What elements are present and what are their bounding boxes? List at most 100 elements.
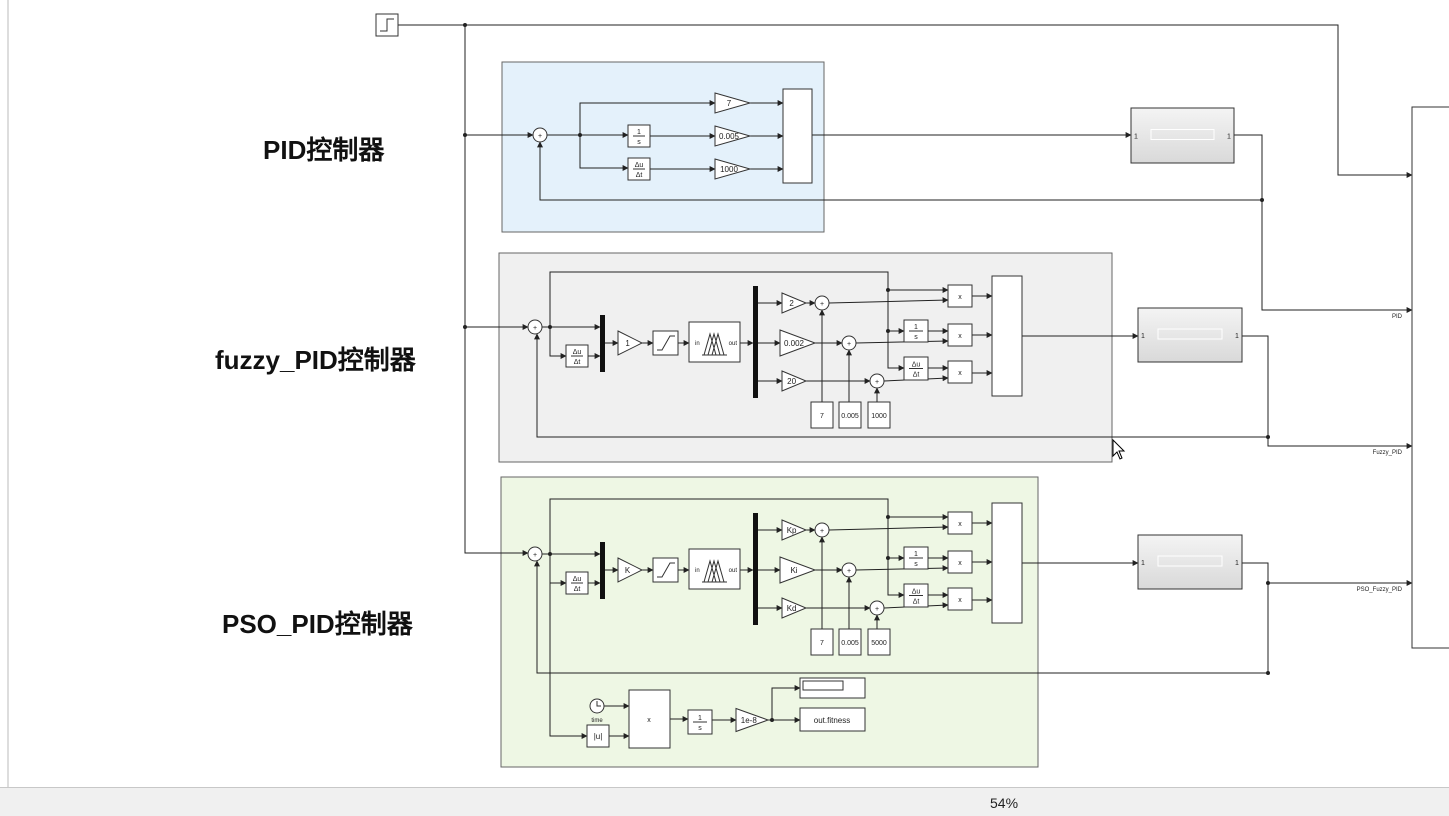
signal-line[interactable] — [534, 333, 1268, 438]
signal-line[interactable] — [828, 524, 949, 531]
mux-bar[interactable] — [600, 315, 605, 372]
sum-block[interactable] — [527, 546, 543, 562]
derivative-den: Δt — [636, 172, 643, 179]
abs-block[interactable] — [586, 724, 610, 748]
pso-pid-controller-label: PSO_PID控制器 — [222, 609, 413, 639]
signal-line[interactable] — [549, 498, 905, 598]
controller-sum-block[interactable] — [991, 502, 1023, 624]
signal-line[interactable] — [855, 565, 949, 572]
branch-point — [463, 133, 467, 137]
integrator-den: s — [914, 561, 918, 568]
signal-line[interactable] — [549, 554, 588, 739]
constant-value: 7 — [820, 640, 824, 647]
demux-bar[interactable] — [753, 513, 758, 625]
derivative-num: Δu — [912, 589, 921, 596]
gain-block[interactable] — [617, 557, 644, 583]
branch-point — [1260, 198, 1264, 202]
constant-block[interactable] — [838, 401, 862, 429]
display-value-field — [802, 680, 844, 691]
signal-line[interactable] — [537, 141, 1262, 201]
sum-block[interactable] — [814, 522, 830, 538]
mux-bar[interactable] — [600, 542, 605, 599]
port-label: 1 — [1141, 560, 1145, 567]
controller-sum-block[interactable] — [991, 275, 1023, 397]
sum-block[interactable] — [841, 562, 857, 578]
gain-block[interactable] — [781, 292, 808, 314]
plant-subsystem[interactable] — [1137, 307, 1243, 363]
sum-sign: + — [847, 568, 851, 575]
gain-block[interactable] — [617, 330, 644, 356]
gain-block[interactable] — [714, 158, 752, 180]
in-port-label: in — [695, 341, 700, 347]
branch-point — [886, 288, 890, 292]
gain-block[interactable] — [781, 370, 808, 392]
signal-line[interactable] — [828, 297, 949, 304]
signal-line[interactable] — [1234, 134, 1413, 313]
constant-block[interactable] — [810, 628, 834, 656]
signal-line[interactable] — [547, 100, 716, 136]
integrator-num: 1 — [914, 551, 918, 558]
integrator-den: s — [637, 139, 641, 146]
derivative-num: Δu — [573, 576, 582, 583]
product-sign: x — [647, 717, 651, 724]
zoom-level[interactable]: 54% — [990, 795, 1019, 811]
constant-block[interactable] — [810, 401, 834, 429]
signal-line[interactable] — [855, 338, 949, 345]
product-block[interactable] — [947, 550, 973, 574]
gain-value: 1e-8 — [741, 716, 758, 725]
gain-block[interactable] — [714, 92, 752, 114]
out-port-label: out — [729, 568, 738, 574]
branch-point — [886, 556, 890, 560]
output-mux-block[interactable] — [1411, 106, 1449, 649]
signal-line[interactable] — [1242, 562, 1269, 673]
sum-sign: + — [820, 301, 824, 308]
constant-block[interactable] — [838, 628, 862, 656]
product-sign: x — [958, 333, 962, 340]
pid-sum-block[interactable] — [782, 88, 813, 184]
product-block[interactable] — [947, 284, 973, 308]
plant-subsystem[interactable] — [1130, 107, 1235, 164]
signal-line[interactable] — [1242, 335, 1269, 437]
signal-line[interactable] — [549, 271, 905, 371]
constant-block[interactable] — [867, 401, 891, 429]
gain-block[interactable] — [779, 556, 817, 584]
plant-subsystem[interactable] — [1137, 534, 1243, 590]
signal-line[interactable] — [771, 685, 801, 720]
product-block[interactable] — [947, 360, 973, 384]
integrator-den: s — [914, 334, 918, 341]
sum-block[interactable] — [869, 600, 885, 616]
sum-block[interactable] — [869, 373, 885, 389]
sum-block[interactable] — [532, 127, 548, 143]
constant-value: 0.005 — [841, 640, 859, 647]
product-block[interactable] — [947, 587, 973, 611]
gain-block[interactable] — [781, 519, 808, 541]
gain-block[interactable] — [779, 329, 817, 357]
product-block[interactable] — [947, 511, 973, 535]
demux-bar[interactable] — [753, 286, 758, 398]
product-block[interactable] — [628, 689, 671, 749]
sum-block[interactable] — [814, 295, 830, 311]
product-block[interactable] — [947, 323, 973, 347]
gain-block[interactable] — [781, 597, 808, 619]
port-label: 1 — [1235, 560, 1239, 567]
saturation-block[interactable] — [652, 557, 679, 583]
signal-line[interactable] — [464, 25, 529, 556]
to-workspace-block[interactable] — [799, 707, 866, 732]
in-port-label: in — [695, 568, 700, 574]
signal-line[interactable] — [534, 560, 1268, 674]
subsystem-preview — [1150, 129, 1215, 140]
gain-block[interactable] — [714, 125, 752, 147]
sum-block[interactable] — [841, 335, 857, 351]
signal-line[interactable] — [549, 327, 567, 359]
subsystem-preview — [1157, 555, 1223, 567]
integrator-den: s — [698, 725, 702, 732]
derivative-den: Δt — [574, 586, 581, 593]
signal-line[interactable] — [579, 135, 629, 171]
derivative-num: Δu — [635, 162, 644, 169]
signal-line[interactable] — [398, 24, 1413, 178]
sum-block[interactable] — [527, 319, 543, 335]
signal-line[interactable] — [1267, 437, 1413, 449]
constant-block[interactable] — [867, 628, 891, 656]
gain-block[interactable] — [735, 707, 770, 733]
